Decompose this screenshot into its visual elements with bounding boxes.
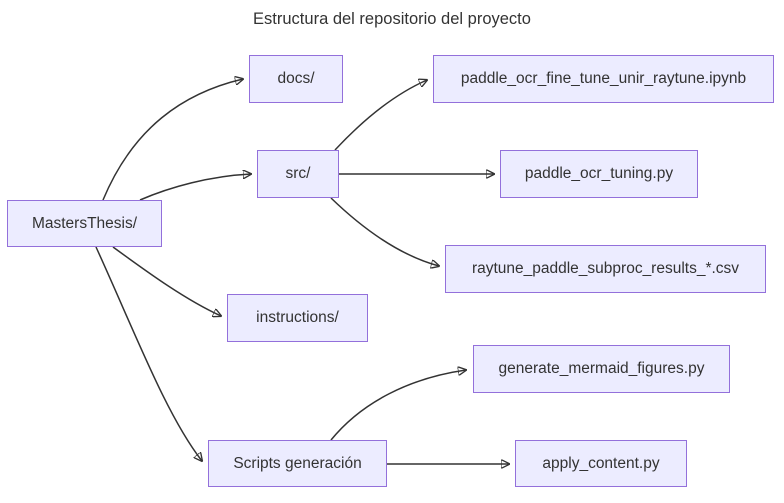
node-instructions: instructions/ [227,294,368,342]
edge-mastersthesis-instructions [112,246,221,316]
node-mastersthesis: MastersThesis/ [7,200,162,247]
edge-mastersthesis-src [139,174,251,201]
node-src: src/ [257,150,339,198]
node-generate-mermaid-figures-py: generate_mermaid_figures.py [473,345,730,393]
node-docs: docs/ [249,55,343,103]
node-paddle-ocr-tuning-py: paddle_ocr_tuning.py [500,150,698,198]
edge-mastersthesis-scripts [95,246,202,461]
node-paddle-ocr-fine-tune-ipynb: paddle_ocr_fine_tune_unir_raytune.ipynb [433,55,774,103]
edge-src-ipynb [334,80,427,151]
node-apply-content-py: apply_content.py [515,440,687,487]
edge-scripts-genfig [330,370,466,441]
edge-src-csv [330,197,439,266]
node-raytune-subproc-results-csv: raytune_paddle_subproc_results_*.csv [445,245,766,293]
node-scripts-generacion: Scripts generación [208,440,387,487]
diagram-title: Estructura del repositorio del proyecto [253,10,531,28]
edge-mastersthesis-docs [102,79,243,201]
